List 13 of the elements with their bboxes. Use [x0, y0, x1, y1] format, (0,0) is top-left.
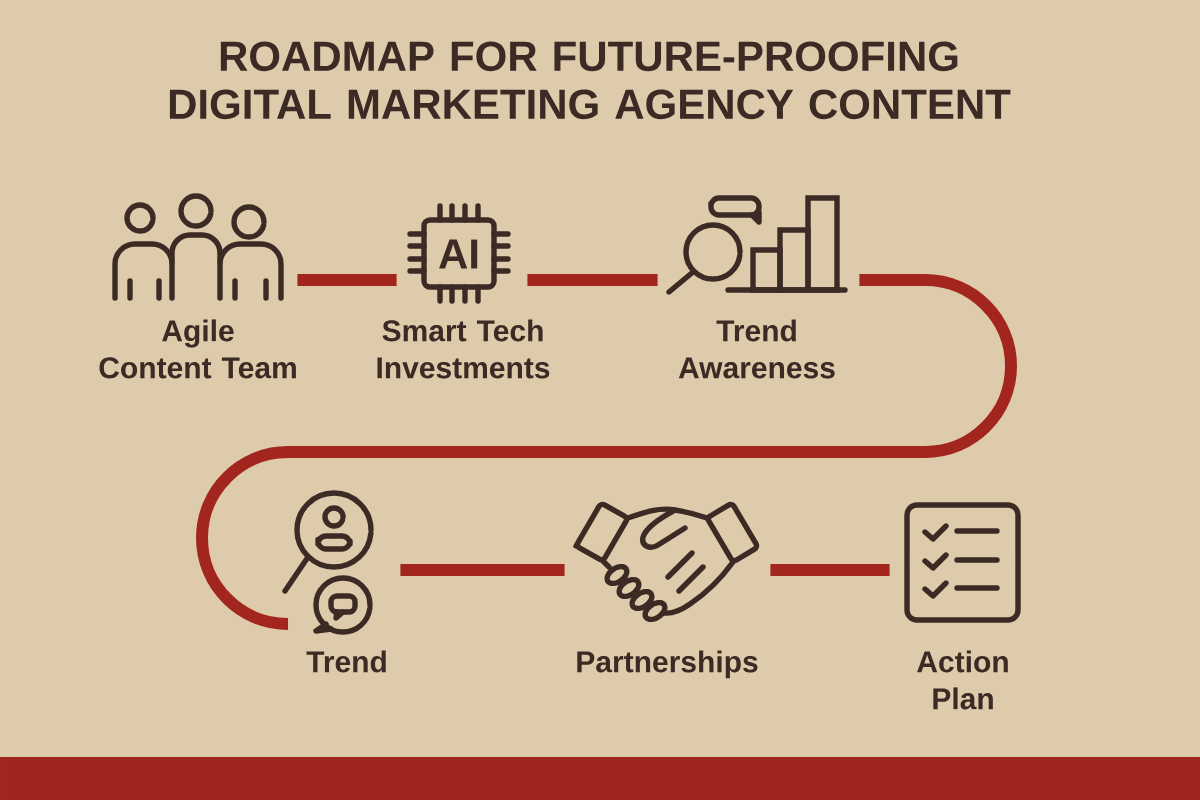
step-label: Agile Content Team — [99, 319, 296, 379]
step-label: Partnerships — [577, 650, 758, 679]
connector-line — [400, 564, 565, 576]
step-label: Smart Tech Investments — [377, 319, 550, 379]
step-label: Action Plan — [917, 650, 1008, 710]
connector-line — [770, 564, 890, 576]
connector-line — [297, 274, 397, 286]
chip-label: AI — [439, 239, 478, 269]
title: ROADMAP FOR FUTURE-PROOFING DIGITAL MARKETING AGENCY CONTENT — [169, 41, 1011, 120]
step-label: Trend — [306, 650, 386, 673]
connector-line — [196, 274, 1017, 630]
connector-line — [527, 274, 658, 286]
step-label: Trend Awareness — [678, 319, 835, 379]
